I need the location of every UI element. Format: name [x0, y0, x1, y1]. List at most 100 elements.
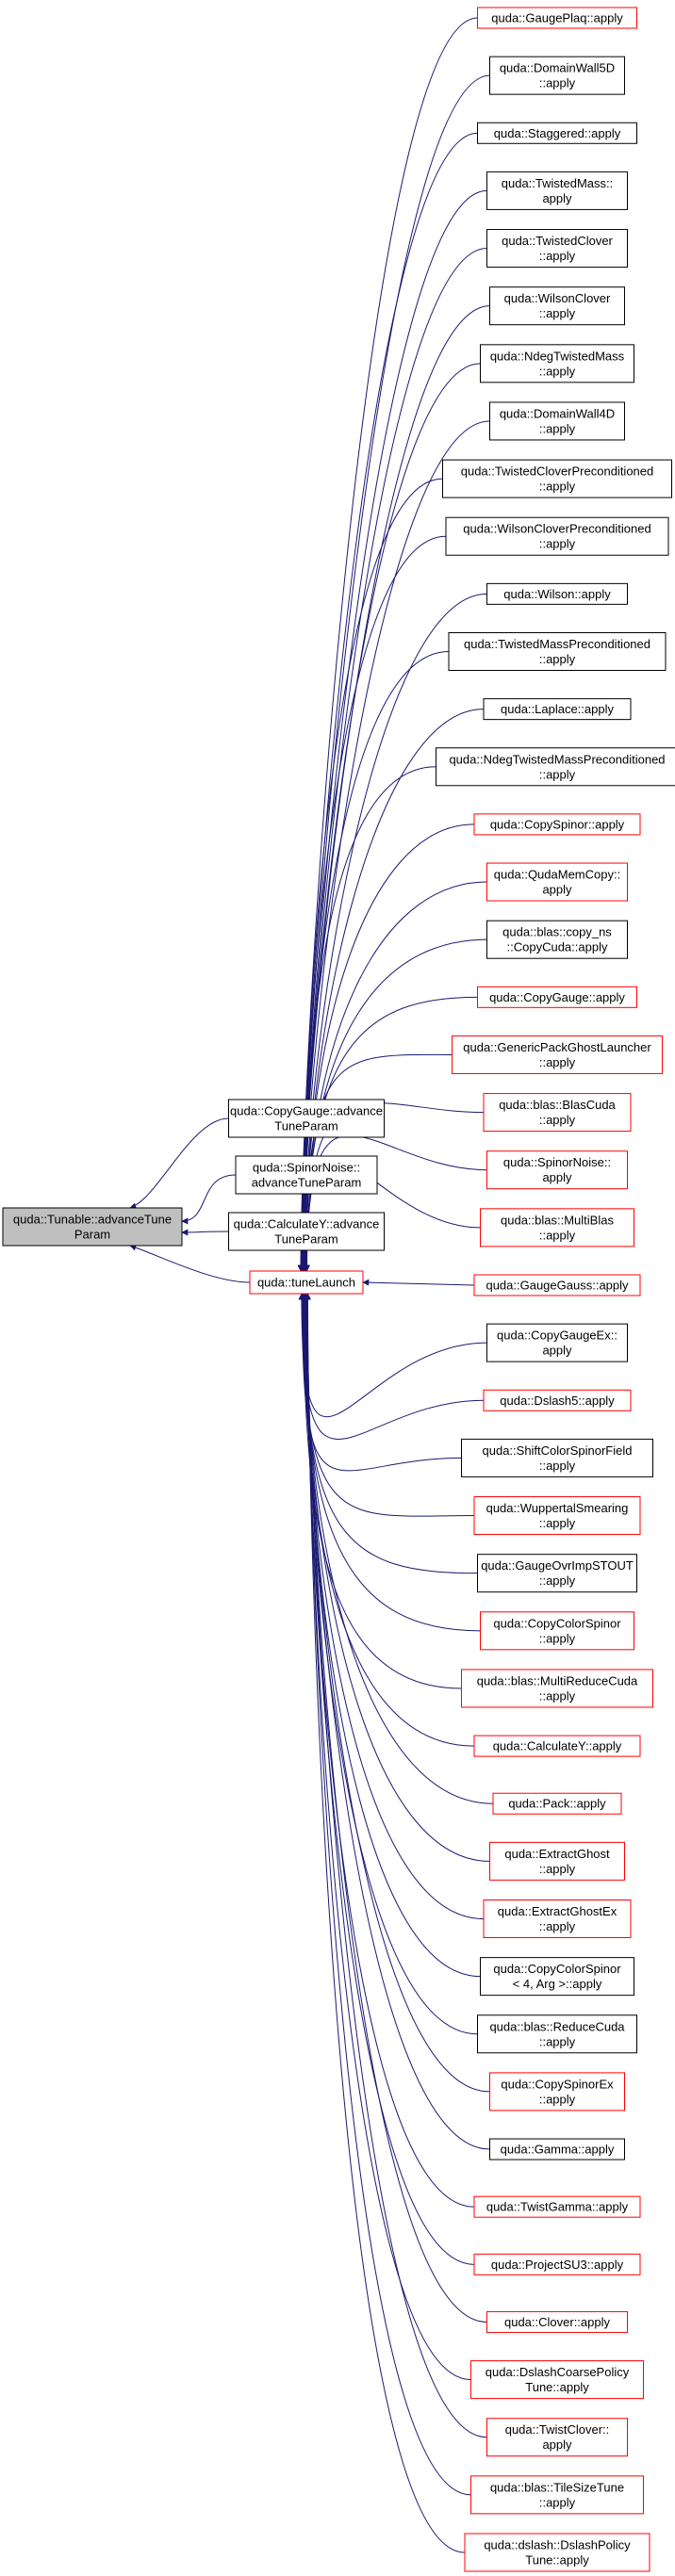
node-caller-box [489, 286, 625, 326]
node-caller[interactable]: quda::blas::MultiReduceCuda::apply [461, 1669, 653, 1708]
node-caller[interactable]: quda::CopySpinor::apply [473, 813, 641, 836]
node-caller-label-line: quda::CopyColorSpinor [493, 1962, 621, 1976]
node-caller-box [461, 1669, 653, 1708]
node-caller-box [461, 1438, 653, 1477]
node-caller[interactable]: quda::WuppertalSmearing::apply [473, 1496, 641, 1536]
edge-caller-to-tunelaunch [299, 478, 443, 1272]
edge-caller-to-tunelaunch [302, 1293, 478, 2035]
node-caller[interactable]: quda::ExtractGhostEx::apply [483, 1899, 632, 1938]
edge-caller-to-tunelaunch [298, 1293, 485, 1440]
node-caller-label-line: quda::CalculateY::apply [493, 1739, 622, 1753]
node-caller-label-line: quda::Clover::apply [504, 2315, 611, 2329]
node-caller[interactable]: quda::ShiftColorSpinorField::apply [461, 1438, 653, 1477]
node-caller[interactable]: quda::TwistedMassPreconditioned::apply [448, 632, 667, 671]
node-caller-box [473, 2253, 641, 2275]
node-sn_adv[interactable]: quda::SpinorNoise::advanceTuneParam [235, 1155, 378, 1195]
node-caller[interactable]: quda::CopyColorSpinor::apply [480, 1611, 634, 1651]
node-caller[interactable]: quda::CopyColorSpinor< 4, Arg >::apply [480, 1957, 634, 1997]
node-caller-label-line: quda::TwistedMassPreconditioned [464, 637, 650, 651]
node-caller-label-line: ::apply [539, 1631, 576, 1645]
node-caller[interactable]: quda::CopyGauge::apply [477, 986, 637, 1008]
node-caller-label-line: quda::blas::TileSizeTune [490, 2480, 624, 2494]
node-caller[interactable]: quda::Wilson::apply [486, 582, 628, 605]
node-caller[interactable]: quda::Gamma::apply [489, 2138, 625, 2160]
node-sn_adv-label-line: advanceTuneParam [252, 1176, 362, 1190]
node-caller[interactable]: quda::ProjectSU3::apply [473, 2253, 641, 2275]
node-caller[interactable]: quda::blas::ReduceCuda::apply [477, 2014, 637, 2054]
node-caller[interactable]: quda::GenericPackGhostLauncher::apply [452, 1035, 663, 1074]
node-caller-label-line: quda::CopyGaugeEx:: [497, 1329, 617, 1343]
node-caller-label-line: ::apply [539, 364, 576, 378]
node-caller[interactable]: quda::CopySpinorEx::apply [489, 2072, 625, 2111]
node-caller[interactable]: quda::Laplace::apply [483, 698, 632, 721]
node-caller-label-line: quda::GenericPackGhostLauncher [463, 1040, 651, 1054]
node-caller-label-line: quda::SpinorNoise:: [503, 1155, 611, 1169]
node-caller[interactable]: quda::ExtractGhost::apply [489, 1841, 625, 1881]
node-caller-label-line: ::apply [539, 537, 576, 551]
node-caller-box [486, 920, 628, 959]
node-caller[interactable]: quda::TwistGamma::apply [473, 2195, 641, 2218]
node-caller-box [480, 1611, 634, 1651]
node-caller-box [486, 2418, 628, 2457]
node-caller-box [477, 122, 637, 144]
node-caller[interactable]: quda::GaugeGauss::apply [473, 1274, 641, 1296]
node-caller-label-line: quda::CopyColorSpinor [493, 1616, 621, 1630]
edge-caller-to-tunelaunch [299, 420, 490, 1272]
node-caller[interactable]: quda::Pack::apply [492, 1792, 622, 1815]
node-caller[interactable]: quda::CalculateY::apply [473, 1735, 641, 1757]
node-caller-label-line: ::apply [539, 2092, 576, 2106]
node-caller[interactable]: quda::GaugeOvrImpSTOUT::apply [477, 1554, 637, 1593]
node-caller[interactable]: quda::TwistedMass::apply [486, 171, 628, 210]
node-caller[interactable]: quda::blas::copy_ns::CopyCuda::apply [486, 920, 628, 959]
node-caller-box [442, 459, 672, 498]
node-caller[interactable]: quda::TwistedCloverPreconditioned::apply [442, 459, 672, 498]
node-tune[interactable]: quda::tuneLaunch [249, 1270, 364, 1295]
node-caller-box [486, 1323, 628, 1362]
node-sn_adv-label-line: quda::SpinorNoise:: [253, 1161, 360, 1175]
node-caller[interactable]: quda::TwistedClover::apply [486, 229, 628, 269]
node-cy_adv[interactable]: quda::CalculateY::advanceTuneParam [228, 1212, 385, 1251]
node-cg_adv[interactable]: quda::CopyGauge::advanceTuneParam [228, 1099, 385, 1138]
node-caller-label-line: ::apply [539, 1573, 576, 1588]
node-caller[interactable]: quda::GaugePlaq::apply [477, 7, 637, 29]
node-caller-label-line: quda::CopyGauge::apply [489, 990, 625, 1004]
edge-caller-to-tunelaunch [300, 1293, 494, 1804]
node-caller-box [448, 632, 667, 671]
node-caller[interactable]: quda::CopyGaugeEx::apply [486, 1323, 628, 1362]
node-caller-label-line: quda::Gamma::apply [501, 2143, 615, 2157]
edge-caller-to-tunelaunch [304, 1293, 471, 2496]
node-caller[interactable]: quda::blas::TileSizeTune::apply [470, 2475, 644, 2515]
node-caller-box [483, 1389, 632, 1411]
node-caller[interactable]: quda::WilsonCloverPreconditioned::apply [445, 516, 669, 556]
node-caller[interactable]: quda::TwistClover::apply [486, 2418, 628, 2457]
node-caller[interactable]: quda::Clover::apply [486, 2310, 628, 2333]
node-caller-label-line: ::apply [539, 1862, 576, 1876]
node-caller-box [452, 1035, 663, 1074]
edge-caller-to-tunelaunch [301, 823, 475, 1272]
node-caller-label-line: quda::ExtractGhost [504, 1847, 610, 1861]
node-caller[interactable]: quda::blas::MultiBlas::apply [480, 1208, 634, 1247]
node-sn_adv-box [235, 1155, 378, 1195]
node-caller[interactable]: quda::QudaMemCopy::apply [486, 862, 628, 902]
node-caller[interactable]: quda::DomainWall4D::apply [489, 401, 625, 441]
node-tunable-advancetuneparam[interactable]: quda::Tunable::advanceTuneParam [2, 1207, 183, 1247]
node-caller-box [483, 698, 632, 721]
node-caller-label-line: ::apply [539, 1688, 576, 1703]
node-caller[interactable]: quda::blas::BlasCuda::apply [483, 1093, 632, 1133]
node-caller[interactable]: quda::Staggered::apply [477, 122, 637, 144]
node-caller[interactable]: quda::NdegTwistedMassPreconditioned::app… [436, 747, 675, 787]
node-caller[interactable]: quda::Dslash5::apply [483, 1389, 632, 1411]
node-caller[interactable]: quda::DomainWall5D::apply [489, 56, 625, 95]
node-caller[interactable]: quda::NdegTwistedMass::apply [480, 344, 634, 383]
node-caller[interactable]: quda::WilsonClover::apply [489, 286, 625, 326]
edge-middle-to-root [181, 1174, 237, 1225]
node-caller-box [489, 2072, 625, 2111]
node-caller[interactable]: quda::SpinorNoise::apply [486, 1150, 628, 1190]
node-caller-label-line: apply [542, 191, 572, 205]
node-caller-label-line: ::apply [539, 249, 576, 263]
node-caller-box [486, 582, 628, 605]
edge-caller-to-tunelaunch [304, 1293, 471, 2381]
node-caller-label-line: ::apply [539, 421, 576, 435]
